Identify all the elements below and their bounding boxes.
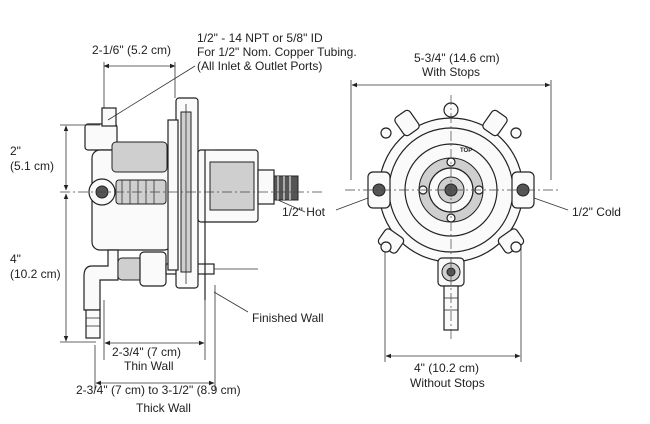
port-spec-line1: 1/2" - 14 NPT or 5/8" ID (197, 31, 323, 45)
lower-height-label-1: 4" (10, 252, 21, 266)
port-spec-line2: For 1/2" Nom. Copper Tubing. (197, 45, 357, 59)
cartridge-stem (197, 149, 299, 223)
cold-label: 1/2" Cold (572, 205, 621, 219)
lower-height-label-2: (10.2 cm) (10, 267, 61, 281)
hot-label: 1/2" Hot (282, 205, 326, 219)
thick-wall-dim-label: 2-3/4" (7 cm) to 3-1/2" (8.9 cm) (76, 383, 241, 397)
without-stops-label: Without Stops (410, 376, 485, 390)
top-width-label: 2-1/6" (5.2 cm) (92, 43, 171, 57)
side-view (60, 62, 325, 390)
port-spec-line3: (All Inlet & Outlet Ports) (197, 59, 322, 73)
bottom-outlet (437, 257, 465, 331)
with-stops-label: With Stops (422, 65, 480, 79)
front-view (335, 80, 569, 362)
top-mark-label: TOP (460, 148, 472, 154)
thin-wall-dim-label: 2-3/4" (7 cm) (112, 345, 181, 359)
mounting-flange (167, 97, 199, 289)
upper-height-label-2: (5.1 cm) (10, 159, 54, 173)
stop-cold (511, 171, 535, 209)
finished-wall-label: Finished Wall (252, 311, 324, 325)
without-stops-dim-label: 4" (10.2 cm) (414, 361, 479, 375)
thin-wall-label: Thin Wall (124, 359, 174, 373)
with-stops-dim-label: 5-3/4" (14.6 cm) (414, 51, 500, 65)
upper-height-label-1: 2" (10, 144, 21, 158)
thick-wall-label: Thick Wall (136, 401, 191, 415)
